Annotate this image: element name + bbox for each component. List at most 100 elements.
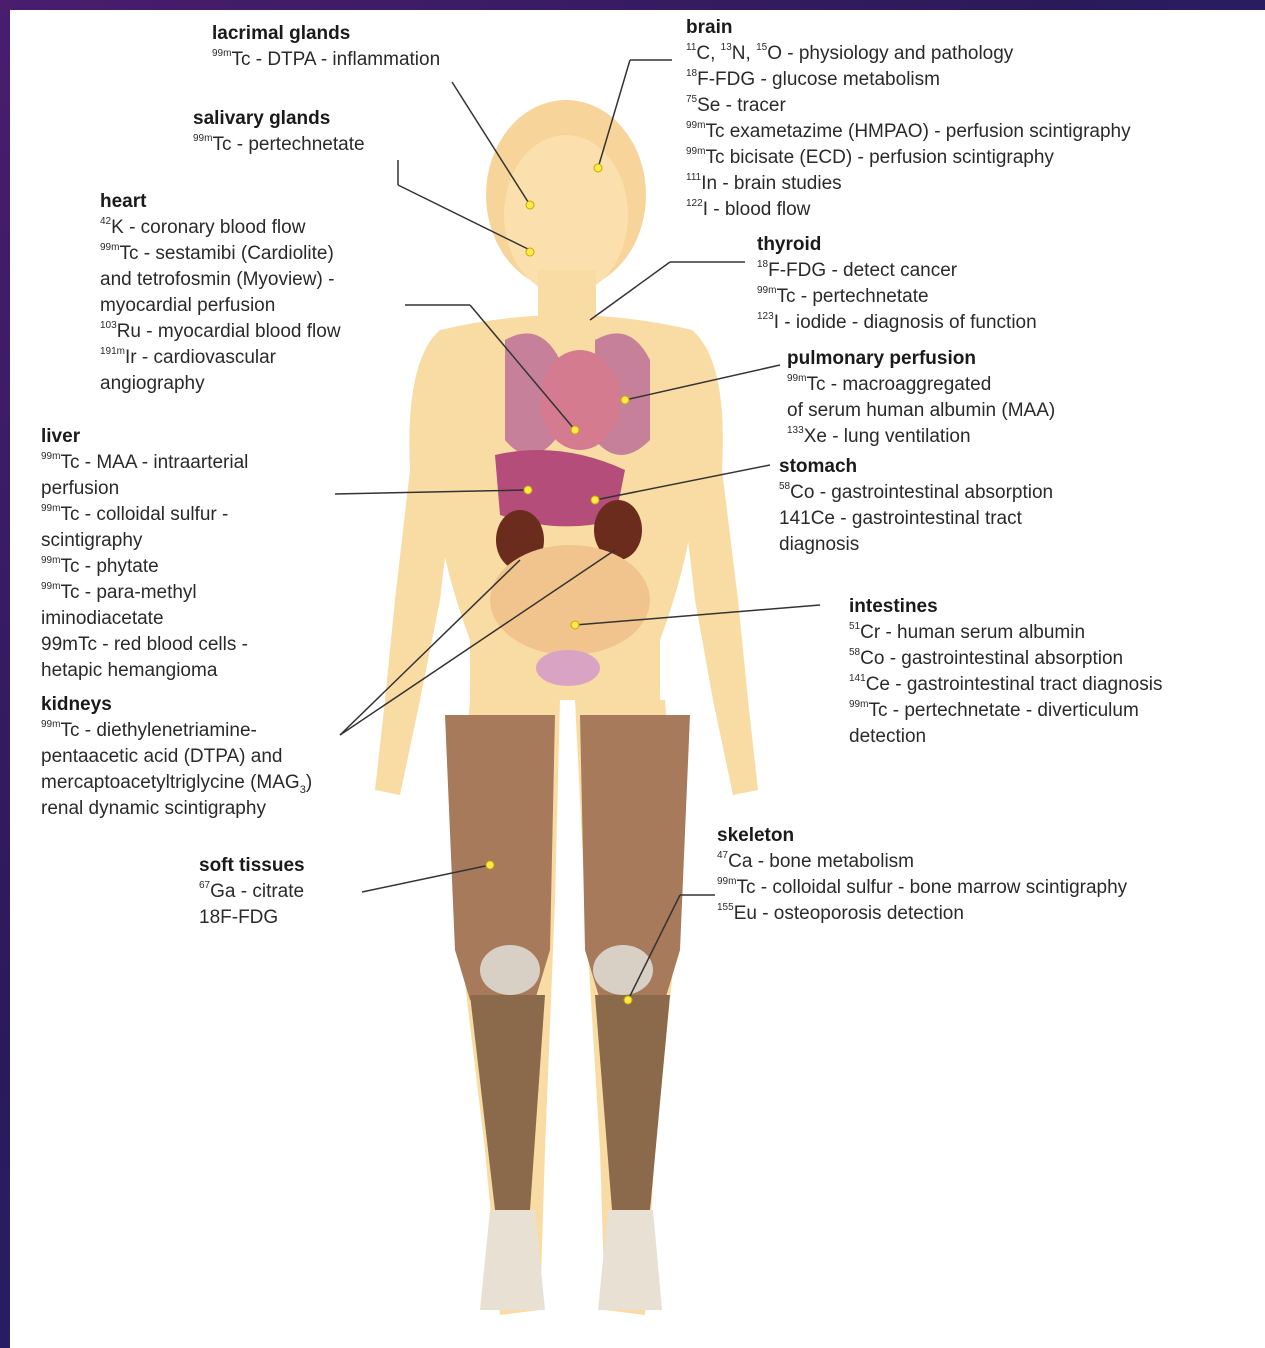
organ-title: liver <box>41 424 248 450</box>
tracer-line: of serum human albumin (MAA) <box>787 398 1055 424</box>
tracer-text: Tc - colloidal sulfur - bone marrow scin… <box>736 877 1127 898</box>
tracer-text: Ru - myocardial blood flow <box>117 321 341 342</box>
tracer-text: ) <box>306 772 312 793</box>
tracer-text: 141Ce - gastrointestinal tract <box>779 508 1022 529</box>
tracer-text: of serum human albumin (MAA) <box>787 400 1055 421</box>
tracer-text: iminodiacetate <box>41 608 164 629</box>
tracer-line: 99mTc - MAA - intraarterial <box>41 450 248 476</box>
isotope-mass-number: 103 <box>100 320 117 331</box>
tracer-line: 99mTc - pertechnetate <box>757 284 1037 310</box>
tracer-text: myocardial perfusion <box>100 295 275 316</box>
body-silhouette <box>375 100 758 1315</box>
isotope-mass-number: 99m <box>41 581 60 592</box>
tracer-text: Co - gastrointestinal absorption <box>790 482 1053 503</box>
organ-title: intestines <box>849 594 1162 620</box>
isotope-mass-number: 18 <box>757 259 768 270</box>
tracer-text: K - coronary blood flow <box>111 217 305 238</box>
tracer-text: Tc - phytate <box>60 556 158 577</box>
tracer-text: I - blood flow <box>703 199 811 220</box>
leg-muscles <box>445 715 690 1310</box>
isotope-mass-number: 18 <box>686 68 697 79</box>
isotope-mass-number: 99m <box>686 146 705 157</box>
tracer-line: 123I - iodide - diagnosis of function <box>757 310 1037 336</box>
isotope-mass-number: 191m <box>100 346 125 357</box>
isotope-mass-number: 133 <box>787 425 804 436</box>
organ-title: thyroid <box>757 232 1037 258</box>
tracer-line: 18F-FDG - glucose metabolism <box>686 67 1131 93</box>
isotope-mass-number: 58 <box>849 647 860 658</box>
tracer-line: 191mIr - cardiovascular <box>100 345 341 371</box>
isotope-mass-number: 99m <box>849 699 868 710</box>
tracer-line: renal dynamic scintigraphy <box>41 796 312 822</box>
tracer-line: 18F-FDG - detect cancer <box>757 258 1037 284</box>
tracer-text: angiography <box>100 373 205 394</box>
tracer-line: 141Ce - gastrointestinal tract <box>779 506 1053 532</box>
label-brain: brain11C, 13N, 15O - physiology and path… <box>686 15 1131 223</box>
tracer-text: Tc - MAA - intraarterial <box>60 452 248 473</box>
tracer-line: 122I - blood flow <box>686 197 1131 223</box>
tracer-text: Tc exametazime (HMPAO) - perfusion scint… <box>705 121 1130 142</box>
organ-title: skeleton <box>717 823 1127 849</box>
tracer-text: Co - gastrointestinal absorption <box>860 648 1123 669</box>
tracer-text: F-FDG - detect cancer <box>768 260 957 281</box>
tracer-line: diagnosis <box>779 532 1053 558</box>
tracer-text: Tc - DTPA - inflammation <box>231 49 440 70</box>
tracer-line: 99mTc - colloidal sulfur - bone marrow s… <box>717 875 1127 901</box>
tracer-line: 99mTc - phytate <box>41 554 248 580</box>
tracer-line: 18F-FDG <box>199 905 305 931</box>
tracer-line: 47Ca - bone metabolism <box>717 849 1127 875</box>
tracer-text: Tc - pertechnetate <box>212 134 364 155</box>
isotope-mass-number: 99m <box>41 451 60 462</box>
tracer-line: myocardial perfusion <box>100 293 341 319</box>
organ-title: heart <box>100 189 341 215</box>
tracer-line: detection <box>849 724 1162 750</box>
label-kidneys: kidneys99mTc - diethylenetriamine-pentaa… <box>41 692 312 822</box>
label-pulmonary-perfusion: pulmonary perfusion99mTc - macroaggregat… <box>787 346 1055 450</box>
tracer-line: and tetrofosmin (Myoview) - <box>100 267 341 293</box>
tracer-line: 111In - brain studies <box>686 171 1131 197</box>
isotope-mass-number: 42 <box>100 216 111 227</box>
isotope-mass-number: 99m <box>41 503 60 514</box>
tracer-text: 99mTc - red blood cells - <box>41 634 248 655</box>
tracer-line: mercaptoacetyltriglycine (MAG3) <box>41 770 312 796</box>
tracer-text: Tc - diethylenetriamine- <box>60 720 256 741</box>
isotope-mass-number: 75 <box>686 94 697 105</box>
isotope-mass-number: 99m <box>757 285 776 296</box>
tracer-line: 99mTc - DTPA - inflammation <box>212 47 440 73</box>
tracer-text: Eu - osteoporosis detection <box>734 903 964 924</box>
isotope-mass-number: 122 <box>686 198 703 209</box>
organ-title: pulmonary perfusion <box>787 346 1055 372</box>
tracer-text: Tc - sestamibi (Cardiolite) <box>119 243 333 264</box>
isotope-mass-number: 99m <box>100 242 119 253</box>
tracer-line: iminodiacetate <box>41 606 248 632</box>
tracer-line: 103Ru - myocardial blood flow <box>100 319 341 345</box>
tracer-line: 42K - coronary blood flow <box>100 215 341 241</box>
label-liver: liver99mTc - MAA - intraarterialperfusio… <box>41 424 248 684</box>
tracer-line: scintigraphy <box>41 528 248 554</box>
tracer-text: Tc - colloidal sulfur - <box>60 504 228 525</box>
isotope-mass-number: 15 <box>756 42 767 53</box>
isotope-mass-number: 99m <box>787 373 806 384</box>
tracer-text: O - physiology and pathology <box>767 43 1013 64</box>
isotope-mass-number: 155 <box>717 902 734 913</box>
tracer-text: detection <box>849 726 926 747</box>
organ-title: soft tissues <box>199 853 305 879</box>
tracer-line: hetapic hemangioma <box>41 658 248 684</box>
tracer-text: Tc - pertechnetate <box>776 286 928 307</box>
tracer-text: perfusion <box>41 478 119 499</box>
organ-title: kidneys <box>41 692 312 718</box>
label-salivary-glands: salivary glands99mTc - pertechnetate <box>193 106 365 158</box>
tracer-text: In - brain studies <box>701 173 841 194</box>
tracer-text: scintigraphy <box>41 530 142 551</box>
tracer-line: 99mTc - colloidal sulfur - <box>41 502 248 528</box>
isotope-mass-number: 99m <box>717 876 736 887</box>
tracer-line: 58Co - gastrointestinal absorption <box>779 480 1053 506</box>
isotope-mass-number: 99m <box>212 48 231 59</box>
tracer-text: pentaacetic acid (DTPA) and <box>41 746 283 767</box>
tracer-text: 18F-FDG <box>199 907 278 928</box>
tracer-line: 99mTc - pertechnetate - diverticulum <box>849 698 1162 724</box>
